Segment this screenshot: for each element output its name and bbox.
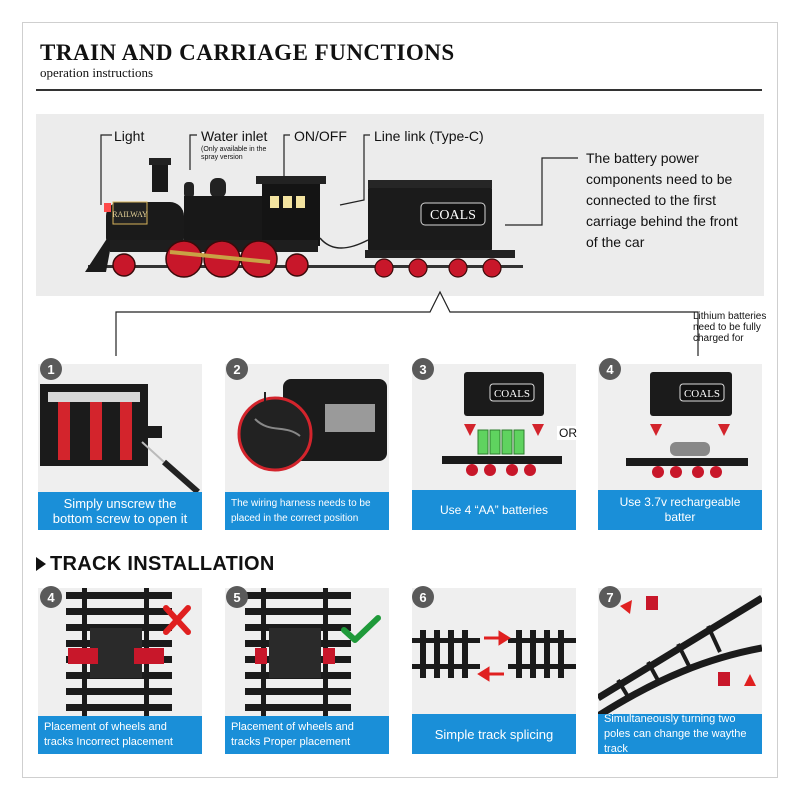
step-number-1: 1 — [40, 358, 62, 380]
step-panel-3: COALS Use 4 “AA” batteries — [412, 364, 576, 530]
step-number-2: 2 — [226, 358, 248, 380]
track-caption-7: Simultaneously turning two poles can cha… — [598, 713, 762, 755]
label-water-note: (Only available in the spray version — [201, 146, 267, 161]
track-caption-4: Placement of wheels and tracks Incorrect… — [38, 716, 202, 754]
track-panel-4: Placement of wheels and tracks Incorrect… — [38, 588, 202, 754]
or-label: OR — [557, 426, 579, 440]
step-caption-3: Use 4 “AA” batteries — [412, 490, 576, 530]
panel3-coals-label: COALS — [494, 388, 530, 400]
correct-wheels-icon — [245, 588, 351, 716]
track-caption-6: Simple track splicing — [412, 714, 576, 754]
step-number-3: 3 — [412, 358, 434, 380]
tender-coals-label: COALS — [430, 208, 476, 223]
step-number-4: 4 — [599, 358, 621, 380]
step-panel-2: The wiring harness needs to be placed in… — [225, 364, 389, 530]
track-number-4: 4 — [40, 586, 62, 608]
track-number-6: 6 — [412, 586, 434, 608]
page-title: TRAIN AND CARRIAGE FUNCTIONS — [40, 40, 455, 65]
label-line-link: Line link (Type-C) — [374, 128, 484, 144]
title-divider — [36, 89, 762, 91]
label-light: Light — [114, 128, 145, 144]
track-section-title: TRACK INSTALLATION — [50, 553, 275, 575]
step-caption-1: Simply unscrew the bottom screw to open … — [38, 492, 202, 530]
battery-note: The battery power components need to be … — [586, 150, 738, 250]
splice-arrows-icon — [412, 630, 576, 682]
lithium-battery-icon: COALS — [626, 372, 748, 478]
switch-lever-icon — [598, 595, 762, 719]
cross-icon — [163, 605, 191, 635]
page-subtitle: operation instructions — [40, 65, 154, 80]
page-frame — [22, 22, 778, 778]
step-caption-2: The wiring harness needs to be placed in… — [225, 492, 389, 530]
wiring-harness-icon — [237, 379, 387, 472]
track-panel-6: Simple track splicing — [412, 588, 576, 754]
track-caption-5: Placement of wheels and tracks Proper pl… — [225, 716, 389, 754]
track-panel-5: Placement of wheels and tracks Proper pl… — [225, 588, 389, 754]
screwdriver-icon — [40, 384, 200, 495]
hero-illustration: RAILWAY COALS — [85, 134, 699, 356]
tender-icon: COALS — [365, 180, 515, 278]
check-icon — [341, 615, 381, 643]
lithium-note: Lithium batteries need to be fully charg… — [693, 311, 767, 344]
step-panel-1: Simply unscrew the bottom screw to open … — [38, 364, 202, 530]
step-caption-4: Use 3.7v rechargeable batter — [598, 490, 762, 530]
incorrect-wheels-icon — [66, 588, 172, 716]
label-water-inlet: Water inlet — [201, 128, 268, 144]
track-number-5: 5 — [226, 586, 248, 608]
label-on-off: ON/OFF — [294, 128, 347, 144]
panel4-coals-label: COALS — [684, 388, 720, 400]
locomotive-icon: RAILWAY — [85, 158, 326, 278]
section-arrow-icon — [36, 557, 46, 571]
step-panel-4: COALS Use 3.7v rechargeable batter — [598, 364, 762, 530]
railway-emblem: RAILWAY — [112, 210, 148, 219]
track-number-7: 7 — [599, 586, 621, 608]
track-panel-7: Simultaneously turning two poles can cha… — [598, 588, 762, 755]
aa-battery-icon: COALS — [442, 372, 562, 476]
